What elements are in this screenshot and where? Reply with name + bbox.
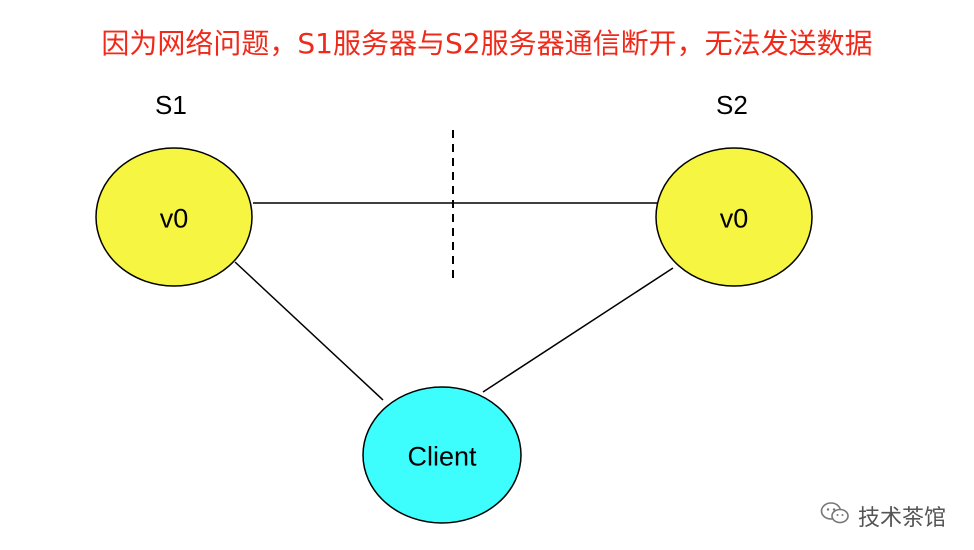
- s2-value: v0: [719, 203, 749, 234]
- watermark: 技术茶馆: [820, 500, 946, 532]
- s1-client-link: [234, 261, 384, 401]
- s2-label: S2: [716, 90, 748, 120]
- s2-node: [655, 147, 813, 287]
- s1-value: v0: [159, 203, 189, 234]
- s2-client-link: [482, 267, 674, 393]
- client-node: [362, 386, 522, 524]
- s1-node: [95, 147, 253, 287]
- client-label: Client: [407, 441, 477, 472]
- wechat-icon: [820, 501, 850, 531]
- watermark-text: 技术茶馆: [857, 506, 946, 531]
- s1-label: S1: [155, 90, 187, 120]
- diagram-title: 因为网络问题，S1服务器与S2服务器通信断开，无法发送数据: [101, 27, 873, 60]
